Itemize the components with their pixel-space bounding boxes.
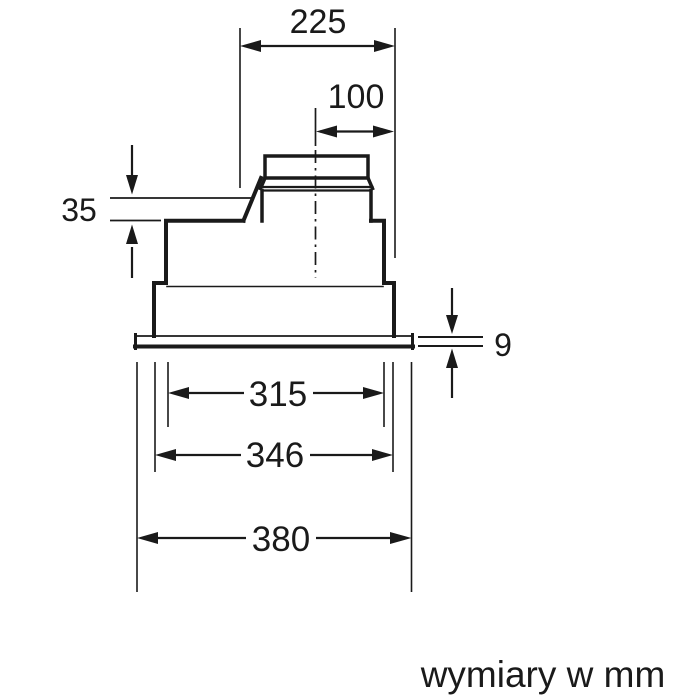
dim-label-346: 346 <box>246 436 304 475</box>
dimension-346: 346 <box>155 436 393 475</box>
arrow-down-icon <box>126 175 138 195</box>
bottom-extension-lines <box>136 362 413 592</box>
hood-slope-edge <box>240 175 264 224</box>
arrow-right-icon <box>373 125 394 138</box>
hood-flange <box>133 333 415 350</box>
dimension-9: 9 <box>418 288 512 398</box>
arrow-right-icon <box>374 40 395 52</box>
arrow-left-icon <box>168 387 189 399</box>
arrow-down-icon <box>446 315 458 334</box>
dimension-380: 380 <box>137 520 412 559</box>
arrow-left-icon <box>137 532 158 544</box>
arrow-left-icon <box>240 40 261 52</box>
arrow-right-icon <box>390 532 412 544</box>
arrow-up-icon <box>126 224 138 244</box>
dim-label-35: 35 <box>61 192 97 228</box>
arrow-right-icon <box>363 387 384 399</box>
arrow-up-icon <box>446 348 458 368</box>
dim-label-9: 9 <box>494 327 512 363</box>
dim-label-380: 380 <box>252 520 310 559</box>
dim-label-100: 100 <box>328 78 385 116</box>
duct-collar <box>258 154 375 223</box>
dimension-100: 100 <box>316 78 394 138</box>
dimension-35: 35 <box>61 145 251 278</box>
dim-label-225: 225 <box>290 3 347 41</box>
hood-outline <box>133 154 415 350</box>
dim-label-315: 315 <box>249 375 307 414</box>
arrow-left-icon <box>316 125 337 138</box>
hood-mid-tier <box>152 218 396 338</box>
units-note: wymiary w mm <box>420 654 666 695</box>
dimension-315: 315 <box>168 375 384 414</box>
arrow-left-icon <box>155 449 176 461</box>
arrow-right-icon <box>372 449 393 461</box>
dimension-225: 225 <box>239 3 396 258</box>
